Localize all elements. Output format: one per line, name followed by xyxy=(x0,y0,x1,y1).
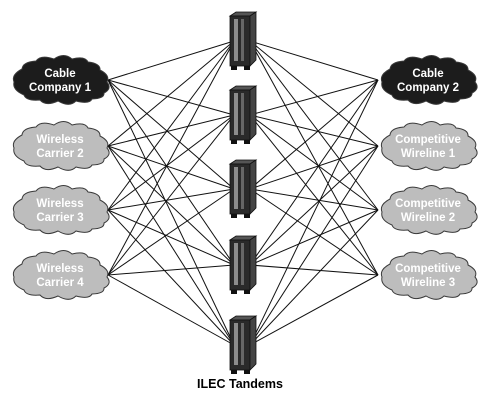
cloud-label-line: Company 1 xyxy=(29,82,92,94)
link-left-3-tandem-3 xyxy=(107,188,235,211)
link-tandem-1-right-4 xyxy=(249,40,379,276)
link-left-3-tandem-2 xyxy=(107,114,235,211)
link-tandem-2-right-1 xyxy=(249,79,379,116)
cloud-icon xyxy=(380,121,478,171)
link-left-4-tandem-2 xyxy=(107,114,235,276)
cloud-icon xyxy=(380,250,478,300)
cloud-icon xyxy=(12,121,110,171)
tandem-switch-icon xyxy=(228,235,258,294)
link-left-1-tandem-1 xyxy=(107,40,235,81)
link-tandem-1-right-1 xyxy=(249,40,379,81)
interconnect-links xyxy=(107,40,379,346)
link-left-2-tandem-4 xyxy=(107,145,235,266)
link-tandem-2-right-2 xyxy=(249,114,379,147)
link-left-1-tandem-3 xyxy=(107,79,235,190)
link-left-1-tandem-4 xyxy=(107,79,235,266)
link-left-1-tandem-5 xyxy=(107,79,235,346)
cloud-label-line: Carrier 2 xyxy=(36,148,83,160)
link-left-4-tandem-5 xyxy=(107,274,235,346)
link-tandem-2-right-3 xyxy=(249,114,379,211)
link-left-2-tandem-3 xyxy=(107,145,235,190)
link-tandem-5-right-1 xyxy=(249,79,379,346)
link-tandem-3-right-3 xyxy=(249,188,379,211)
cloud-icon xyxy=(380,55,478,105)
link-tandem-4-right-4 xyxy=(249,264,379,276)
link-tandem-4-right-1 xyxy=(249,79,379,266)
ilec-tandems xyxy=(228,11,258,374)
cloud-icon xyxy=(12,250,110,300)
cloud-label-line: Cable xyxy=(44,68,75,80)
link-tandem-3-right-1 xyxy=(249,79,379,190)
cloud-label-line: Competitive xyxy=(395,198,461,210)
link-tandem-1-right-3 xyxy=(249,40,379,211)
cloud-label-line: Carrier 4 xyxy=(36,277,84,289)
link-tandem-5-right-4 xyxy=(249,274,379,346)
link-tandem-3-right-2 xyxy=(249,145,379,190)
cloud-label-line: Wireline 3 xyxy=(401,277,455,289)
cloud-label-line: Wireline 2 xyxy=(401,212,455,224)
link-tandem-5-right-2 xyxy=(249,145,379,346)
link-tandem-5-right-3 xyxy=(249,209,379,346)
link-left-1-tandem-2 xyxy=(107,79,235,116)
tandem-switch-icon xyxy=(228,85,258,144)
link-left-4-tandem-4 xyxy=(107,264,235,276)
link-tandem-4-right-2 xyxy=(249,145,379,266)
cloud-label-line: Competitive xyxy=(395,263,461,275)
cloud-label-line: Wireless xyxy=(36,263,83,275)
tandem-switch-icon xyxy=(228,11,258,70)
link-left-2-tandem-1 xyxy=(107,40,235,147)
cloud-label-line: Cable xyxy=(412,68,443,80)
cloud-label-line: Company 2 xyxy=(397,82,459,94)
cloud-label-line: Wireless xyxy=(36,198,83,210)
link-left-4-tandem-1 xyxy=(107,40,235,276)
link-tandem-1-right-2 xyxy=(249,40,379,147)
tandem-switch-icon xyxy=(228,159,258,218)
link-left-3-tandem-1 xyxy=(107,40,235,211)
cloud-icon xyxy=(12,55,110,105)
link-tandem-3-right-4 xyxy=(249,188,379,276)
tandems-caption: ILEC Tandems xyxy=(197,377,283,391)
cloud-label-line: Wireline 1 xyxy=(401,148,456,160)
cloud-icon xyxy=(380,185,478,235)
cloud-label-line: Carrier 3 xyxy=(36,212,83,224)
cloud-icon xyxy=(12,185,110,235)
link-left-4-tandem-3 xyxy=(107,188,235,276)
cloud-label-line: Wireless xyxy=(36,134,83,146)
link-tandem-2-right-4 xyxy=(249,114,379,276)
tandem-switch-icon xyxy=(228,315,258,374)
link-left-2-tandem-5 xyxy=(107,145,235,346)
link-left-3-tandem-5 xyxy=(107,209,235,346)
link-tandem-4-right-3 xyxy=(249,209,379,266)
cloud-label-line: Competitive xyxy=(395,134,461,146)
link-left-2-tandem-2 xyxy=(107,114,235,147)
link-left-3-tandem-4 xyxy=(107,209,235,266)
